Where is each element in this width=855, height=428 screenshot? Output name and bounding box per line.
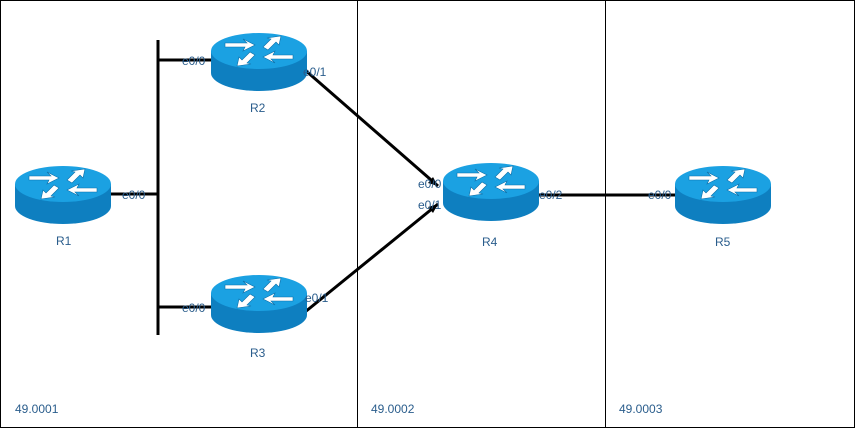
arrow-r2-r4 [428,177,438,186]
arrow-r3-r4 [428,204,438,213]
link-r2-r4 [304,68,439,188]
interface-r4-e01: e0/1 [418,198,442,212]
interface-r2-e00: e0/0 [182,54,206,68]
router-r4-icon[interactable] [442,162,540,222]
area-label-49-0002: 49.0002 [371,402,415,416]
interface-r5-e00: e0/0 [648,188,672,202]
link-r3-r4 [304,202,439,314]
router-r3-label: R3 [250,346,266,360]
router-r1-icon[interactable] [14,165,112,225]
interface-r3-e00: e0/0 [182,301,206,315]
router-r2-label: R2 [250,101,266,115]
router-r4-label: R4 [482,235,498,249]
area-label-49-0001: 49.0001 [15,402,59,416]
router-r5-label: R5 [715,235,731,249]
router-r1-label: R1 [56,234,72,248]
interface-r3-e01: e0/1 [305,291,329,305]
interface-r2-e01: e0/1 [303,65,327,79]
router-r2-icon[interactable] [210,32,308,92]
interface-r1-e00: e0/0 [122,188,146,202]
interface-r4-e00: e0/0 [418,177,442,191]
interface-r4-e02: e0/2 [539,188,563,202]
router-r5-icon[interactable] [674,165,772,225]
area-label-49-0003: 49.0003 [619,402,663,416]
router-r3-icon[interactable] [210,274,308,334]
